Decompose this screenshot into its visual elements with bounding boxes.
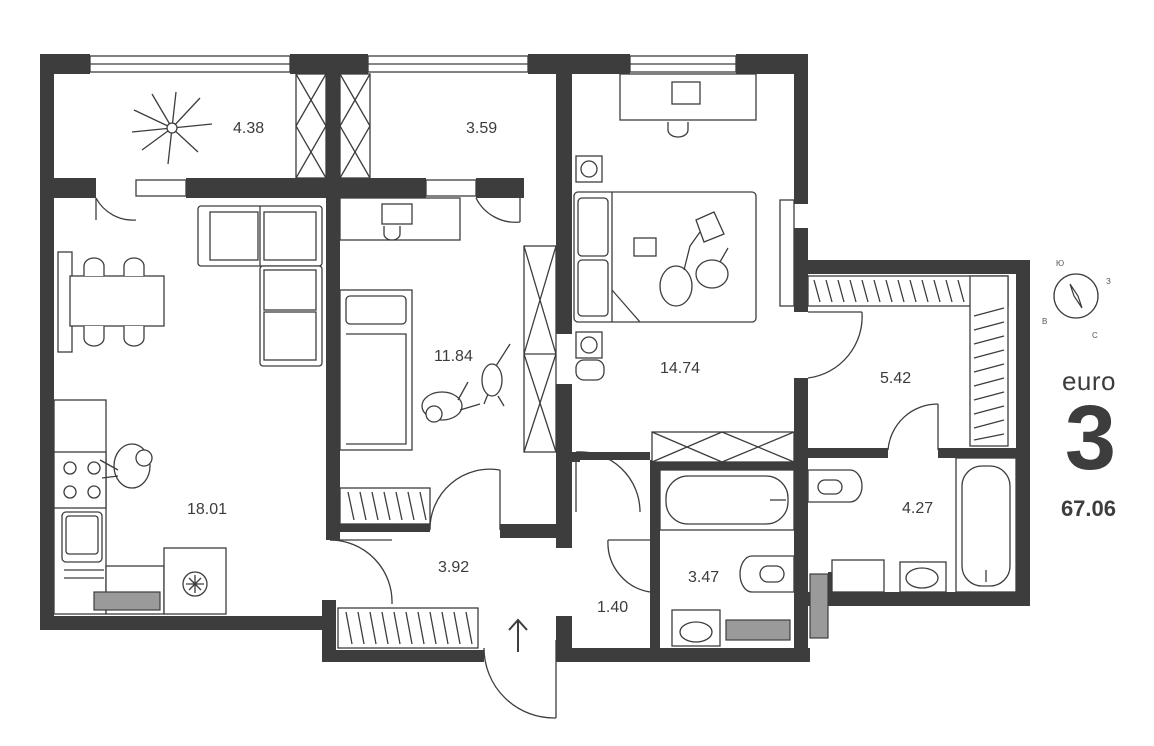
bedroom-small-furniture [339, 197, 557, 525]
compass-south: С [1092, 331, 1098, 340]
bathroom-right-fixtures [807, 457, 1017, 639]
wardrobe-racks [807, 275, 1009, 447]
compass-north: Ю [1056, 259, 1064, 268]
kitchen-furniture [53, 205, 323, 615]
hallway-closet [337, 607, 479, 649]
person-reading-icon [633, 211, 729, 307]
windows [57, 55, 795, 353]
compass-icon: Ю З С В [1042, 259, 1111, 340]
rooms-count: 3 [1064, 387, 1116, 489]
area-bedroom-large: 14.74 [660, 360, 700, 377]
area-corridor: 1.40 [597, 599, 628, 616]
person-icon [99, 443, 153, 489]
area-labels: 4.38 3.59 18.01 11.84 14.74 5.42 4.27 3.… [187, 120, 933, 616]
balcony-details [131, 73, 371, 179]
bedroom-large-furniture [573, 73, 795, 463]
plant-icon [131, 91, 213, 165]
cooktop-icon [63, 461, 101, 499]
area-bathroom-right: 4.27 [902, 500, 933, 517]
snowflake-icon [182, 571, 208, 597]
total-area: 67.06 [1060, 496, 1116, 521]
area-bedroom-small: 11.84 [434, 348, 473, 365]
area-bathroom-left: 3.47 [688, 569, 719, 586]
area-balcony-right: 3.59 [466, 120, 497, 137]
entrance-arrow-icon [508, 618, 528, 652]
area-hallway: 3.92 [438, 559, 469, 576]
compass-east: З [1106, 277, 1111, 286]
people-icon [421, 343, 511, 423]
walls [40, 54, 1030, 662]
area-kitchen-living: 18.01 [187, 501, 227, 518]
compass-west: В [1042, 317, 1047, 326]
area-wardrobe: 5.42 [880, 370, 911, 387]
chairs [83, 257, 145, 347]
bathroom-left-fixtures [659, 469, 795, 647]
apartment-type-label: euro [1061, 366, 1116, 396]
doors [95, 197, 939, 719]
area-balcony-left: 4.38 [233, 120, 264, 137]
